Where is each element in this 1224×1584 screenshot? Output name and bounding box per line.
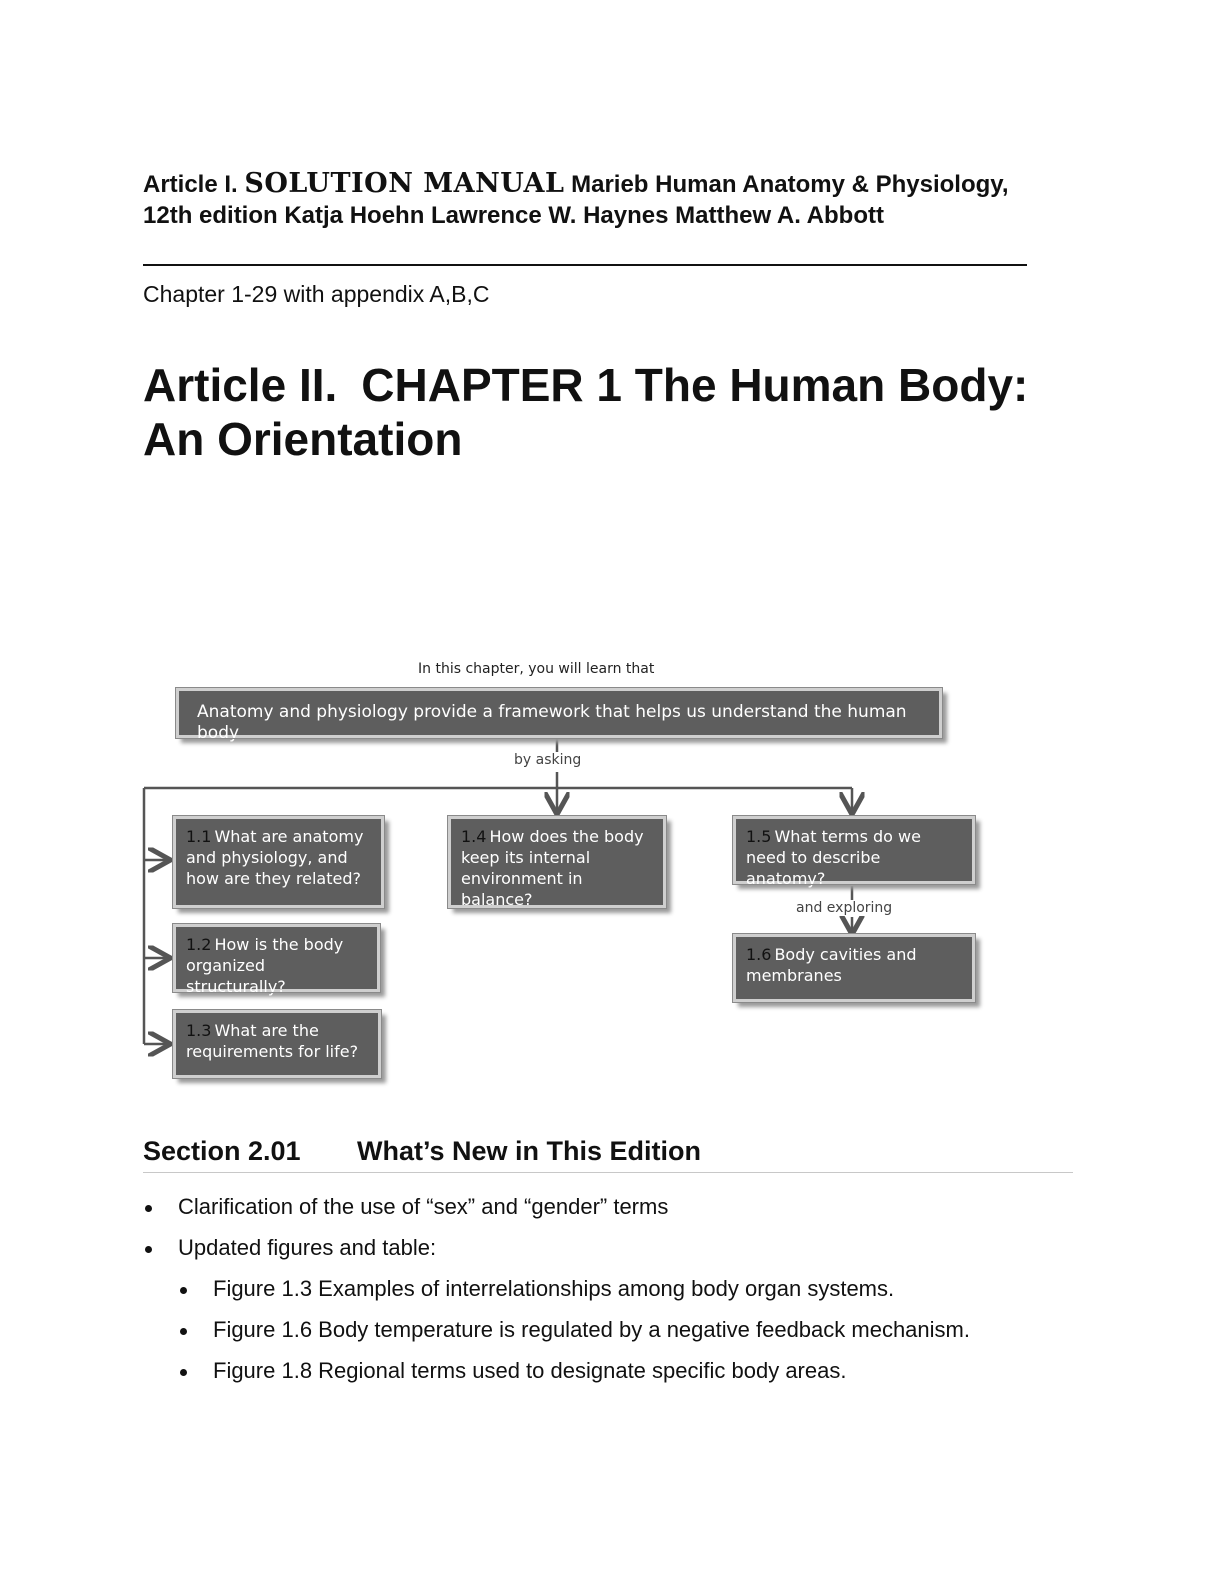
chapter-title: CHAPTER 1 The Human Body: An Orientation [143,359,1029,465]
chapter-heading: Article II.CHAPTER 1 The Human Body: An … [143,358,1083,466]
bullet-dot [180,1287,187,1294]
sub-list-item: Figure 1.8 Regional terms used to design… [180,1358,847,1384]
list-item-text: Figure 1.6 Body temperature is regulated… [213,1317,970,1342]
list-item: Clarification of the use of “sex” and “g… [145,1194,669,1220]
chapter-range: Chapter 1-29 with appendix A,B,C [143,281,490,307]
list-item-text: Figure 1.3 Examples of interrelationship… [213,1276,895,1301]
sub-list-item: Figure 1.3 Examples of interrelationship… [180,1276,895,1302]
box-text: Body cavities and membranes [746,945,917,985]
bullet-dot [180,1328,187,1335]
title-text: Marieb Human Anatomy & Physiology, 12th … [143,171,1009,229]
section-underline [143,1172,1073,1173]
list-item-text: Updated figures and table: [178,1235,437,1260]
section-title: What’s New in This Edition [357,1136,701,1166]
bullet-dot [145,1246,152,1253]
document-title: Article I. SOLUTION MANUAL Marieb Human … [143,168,1033,231]
sub-list-item: Figure 1.6 Body temperature is regulated… [180,1317,970,1343]
box-number: 1.6 [746,945,772,964]
section-heading: Section 2.01 What’s New in This Edition [143,1136,701,1167]
chapter-prefix: Article II. [143,359,338,411]
bullet-dot [145,1205,152,1212]
box-text: What are the requirements for life? [186,1021,359,1061]
article-prefix: Article I. [143,171,238,198]
main-concept-text: Anatomy and physiology provide a framewo… [197,702,907,743]
box-text: How does the body keep its internal envi… [461,827,644,909]
box-number: 1.3 [186,1021,212,1040]
concept-map-caption: In this chapter, you will learn that [418,661,655,677]
box-number: 1.1 [186,827,212,846]
box-number: 1.4 [461,827,487,846]
bullet-dot [180,1369,187,1376]
title-underline [143,264,1027,266]
section-number: Section 2.01 [143,1136,301,1166]
by-asking-label: by asking [511,752,585,768]
box-number: 1.5 [746,827,772,846]
box-text: How is the body organized structurally? [186,935,344,996]
list-item-text: Figure 1.8 Regional terms used to design… [213,1358,847,1383]
and-exploring-label: and exploring [793,900,896,916]
list-item: Updated figures and table: [145,1235,437,1261]
solution-manual-label: SOLUTION MANUAL [244,168,565,199]
main-concept-box: Anatomy and physiology provide a framewo… [175,687,943,743]
list-item-text: Clarification of the use of “sex” and “g… [178,1194,669,1219]
box-text: What are anatomy and physiology, and how… [186,827,364,888]
box-number: 1.2 [186,935,212,954]
box-text: What terms do we need to describe anatom… [746,827,921,888]
